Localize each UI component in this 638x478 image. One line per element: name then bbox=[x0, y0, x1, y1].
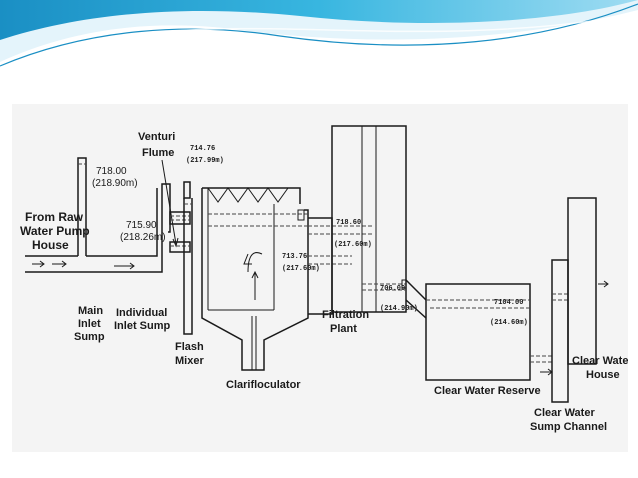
venturi-flume bbox=[169, 211, 191, 253]
flow-arrow-house-out bbox=[598, 280, 609, 288]
label-clear-water-reserve: Clear Water Reserve bbox=[434, 385, 541, 397]
label-flash-1: Flash bbox=[175, 341, 204, 353]
label-clear-water-house-1: Clear Water bbox=[572, 355, 628, 367]
label-raw-water-3: House bbox=[32, 238, 69, 252]
banner-wave-line bbox=[0, 3, 638, 67]
label-clear-water-house-2: House bbox=[586, 369, 620, 381]
slide-header-wave-banner bbox=[0, 0, 638, 67]
level-individual-sump-rl: (218.26m) bbox=[120, 232, 166, 243]
label-main-inlet-1: Main bbox=[78, 305, 103, 317]
water-treatment-flow-diagram: From Raw Water Pump House 718.00 (218.90… bbox=[20, 125, 628, 433]
label-venturi-2: Flume bbox=[142, 147, 174, 159]
level-filter-outlet-rl: (214.90m) bbox=[380, 305, 418, 313]
flow-arrow-inlet bbox=[32, 260, 45, 268]
level-reserve-rl: (214.60m) bbox=[490, 319, 528, 327]
flow-arrow-main-sump bbox=[114, 262, 135, 270]
label-sump-channel-2: Sump Channel bbox=[530, 421, 607, 433]
clear-water-sump-channel bbox=[551, 259, 569, 403]
level-individual-sump: 715.90 bbox=[126, 220, 157, 231]
level-filter-inlet-rl: (217.60m) bbox=[334, 241, 372, 249]
label-filtration-2: Plant bbox=[330, 323, 357, 335]
label-clarifloculator: Clarifloculator bbox=[226, 379, 301, 391]
clarifloculator-tank bbox=[201, 187, 309, 371]
label-main-inlet-2: Inlet bbox=[78, 318, 101, 330]
level-filter-mid-rl: (217.60m) bbox=[282, 265, 320, 273]
flow-arrow-clarifier-split bbox=[243, 252, 263, 273]
level-filter-mid: 713.76 bbox=[282, 253, 307, 261]
clear-water-house bbox=[567, 197, 609, 365]
label-main-inlet-3: Sump bbox=[74, 331, 105, 343]
flow-arrow-inlet-2 bbox=[52, 260, 67, 268]
flow-arrow-clarifier-up bbox=[251, 270, 259, 300]
clarifier-rake-hatch bbox=[207, 187, 289, 203]
level-filter-outlet: 706.00 bbox=[380, 285, 405, 293]
label-sump-channel-1: Clear Water bbox=[534, 407, 595, 419]
label-raw-water-2: Water Pump bbox=[20, 224, 90, 238]
banner-wave-line-2 bbox=[119, 13, 638, 39]
level-main-sump: 718.00 bbox=[96, 166, 127, 177]
level-main-sump-rl: (218.90m) bbox=[92, 178, 138, 189]
label-raw-water-1: From Raw bbox=[25, 210, 84, 224]
flash-mixer bbox=[183, 181, 193, 335]
label-individual-inlet-1: Individual bbox=[116, 307, 167, 319]
venturi-leader-line bbox=[161, 159, 177, 245]
banner-blue-band bbox=[0, 0, 638, 40]
raw-water-inlet-pipe bbox=[25, 255, 78, 273]
flow-arrow-reserve-out bbox=[540, 368, 553, 376]
filtration-plant bbox=[331, 125, 427, 319]
clear-water-reserve bbox=[425, 283, 553, 381]
label-filtration-1: Filtration bbox=[322, 309, 369, 321]
level-reserve: 7104.00 bbox=[494, 299, 523, 307]
level-venturi-rl: (217.99m) bbox=[186, 157, 224, 165]
label-venturi-1: Venturi bbox=[138, 131, 175, 143]
label-individual-inlet-2: Inlet Sump bbox=[114, 320, 171, 332]
level-venturi: 714.76 bbox=[190, 145, 215, 153]
label-flash-2: Mixer bbox=[175, 355, 204, 367]
diagram-panel: From Raw Water Pump House 718.00 (218.90… bbox=[12, 104, 628, 452]
level-filter-inlet: 718.60 bbox=[336, 219, 361, 227]
